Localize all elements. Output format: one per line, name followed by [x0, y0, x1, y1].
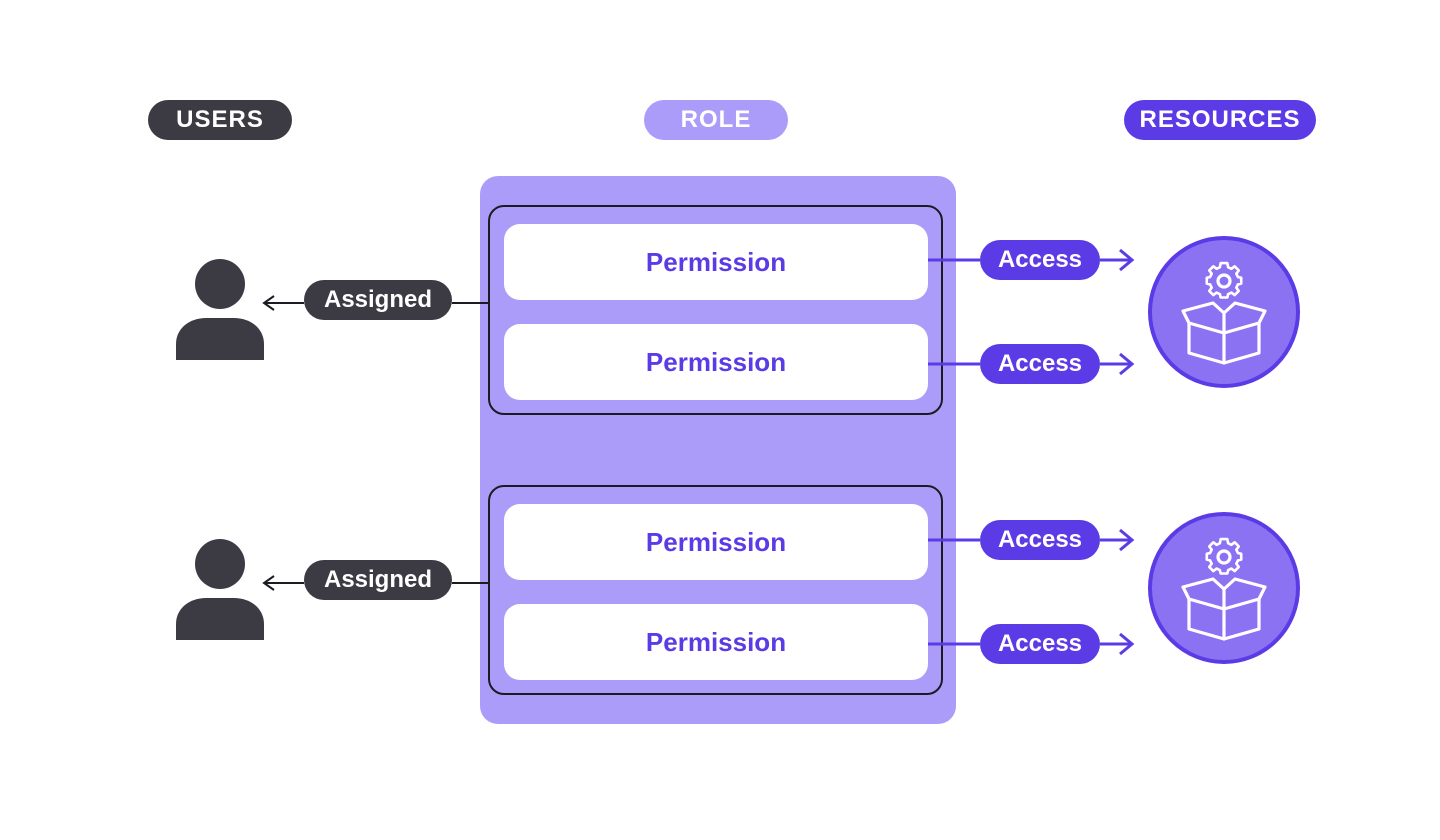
- permission-box: Permission: [504, 604, 928, 680]
- permission-box: Permission: [504, 324, 928, 400]
- access-label: Access: [980, 240, 1100, 280]
- permission-group-1: [488, 205, 943, 415]
- resource-circle: [1148, 236, 1300, 388]
- users-header: USERS: [148, 100, 292, 140]
- access-label: Access: [980, 344, 1100, 384]
- permission-box: Permission: [504, 504, 928, 580]
- resource-circle: [1148, 512, 1300, 664]
- assigned-label: Assigned: [304, 280, 452, 320]
- assigned-label: Assigned: [304, 560, 452, 600]
- permission-box: Permission: [504, 224, 928, 300]
- permission-group-2: [488, 485, 943, 695]
- user-icon: [176, 259, 264, 360]
- gear-box-icon: [1181, 537, 1267, 641]
- access-label: Access: [980, 520, 1100, 560]
- user-icon: [176, 539, 264, 640]
- access-label: Access: [980, 624, 1100, 664]
- resources-header: RESOURCES: [1124, 100, 1316, 140]
- gear-box-icon: [1181, 261, 1267, 365]
- role-header: ROLE: [644, 100, 788, 140]
